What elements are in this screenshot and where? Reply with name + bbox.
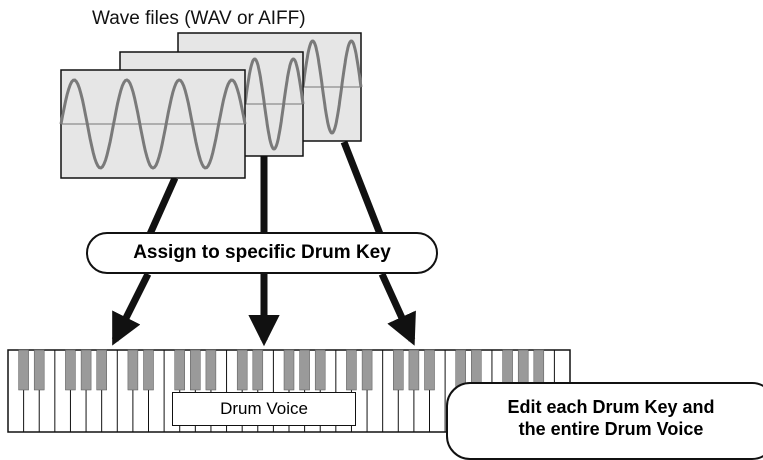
sine-wave-front: [59, 78, 247, 170]
black-key: [299, 349, 310, 391]
black-key: [205, 349, 217, 391]
black-key: [283, 349, 295, 391]
black-key: [65, 349, 76, 391]
black-key: [33, 349, 45, 391]
black-key: [361, 349, 373, 391]
arrow-left: [111, 272, 152, 346]
black-key: [190, 349, 201, 391]
black-key: [236, 349, 248, 391]
sine-wave-back: [301, 39, 363, 135]
wave-panel-front: [59, 69, 247, 179]
black-key: [314, 349, 326, 391]
sine-wave-middle: [243, 57, 305, 151]
black-key: [408, 349, 420, 391]
assign-label: Assign to specific Drum Key: [133, 242, 391, 263]
black-key: [174, 349, 185, 391]
edit-label-line2: the entire Drum Voice: [518, 419, 704, 439]
black-key: [96, 349, 107, 391]
connector-left: [146, 176, 179, 236]
black-key: [252, 349, 264, 391]
black-key: [127, 349, 139, 391]
edit-label-line1: Edit each Drum Key and: [507, 397, 715, 417]
black-key: [18, 349, 29, 391]
drum-voice-box: Drum Voice: [172, 392, 356, 426]
connector-right: [340, 140, 384, 236]
edit-drum-key-box: Edit each Drum Key and the entire Drum V…: [446, 382, 763, 460]
assign-drum-key-box: Assign to specific Drum Key: [86, 232, 438, 274]
arrow-right: [378, 272, 416, 346]
wave-files-label: Wave files (WAV or AIFF): [92, 8, 306, 29]
black-key: [143, 349, 154, 391]
black-key: [424, 349, 435, 391]
wave-to-drum-key-diagram: [7, 32, 571, 433]
black-key: [80, 349, 92, 391]
black-key: [346, 349, 357, 391]
drum-voice-label: Drum Voice: [220, 399, 308, 418]
black-key: [393, 349, 404, 391]
black-keys: [18, 349, 545, 391]
